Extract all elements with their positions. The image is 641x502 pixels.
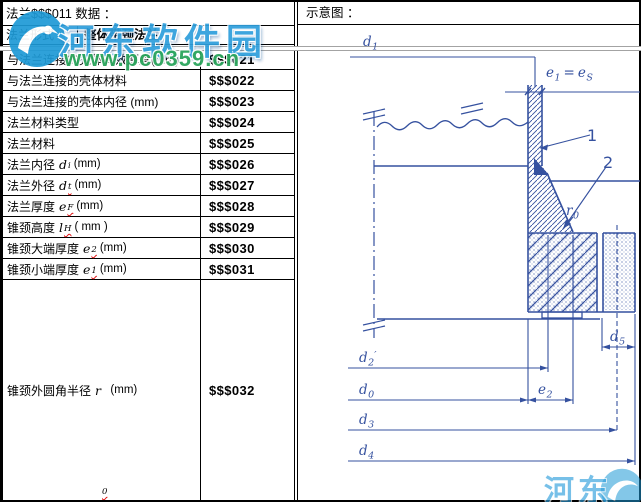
row-label: 与法兰连接的壳体内径 (mm) [7, 94, 159, 109]
row-label: 与法兰连接的壳体材料 [7, 73, 128, 88]
row-value[interactable]: $$$027 [200, 175, 294, 195]
leader-1 [539, 134, 591, 149]
table-row: 与法兰连接的壳体有效厚度(mm) $$$021 [3, 49, 294, 70]
window-border-right [639, 0, 641, 502]
flange-type-label: 法兰形式 [3, 26, 78, 44]
diagram-outlines [374, 85, 640, 320]
row-label: 法兰内径 [7, 157, 56, 172]
schematic-header: 示意图 ： [298, 2, 639, 25]
schematic-title: 示意图 ： [306, 6, 360, 20]
row-value[interactable]: $$$032 [200, 280, 294, 500]
dimension-lines [348, 56, 640, 465]
table-right-border [294, 2, 295, 500]
dim-label-e1-es: e1=eS [546, 65, 593, 84]
break-wavy-line [376, 118, 529, 131]
dim-label-d0: d0 [359, 382, 374, 401]
row-label: 法兰材料类型 [7, 115, 80, 130]
table-title-row: 法兰$$$011 数据 ： [3, 2, 294, 26]
row-value[interactable]: $$$030 [200, 238, 294, 258]
row-label: 法兰外径 [7, 178, 56, 193]
row-value[interactable]: $$$031 [200, 259, 294, 279]
dim-label-e2: e2 [538, 382, 553, 401]
row-value[interactable]: $$$025 [200, 133, 294, 153]
row-value[interactable]: $$$029 [200, 217, 294, 237]
table-row: 法兰材料类型 $$$024 [3, 112, 294, 133]
dim-label-d2: d2′ [359, 350, 377, 369]
window-border-top [0, 0, 641, 2]
row-value[interactable]: $$$026 [200, 154, 294, 174]
table-row: 与法兰连接的壳体内径 (mm) $$$023 [3, 91, 294, 112]
dim-label-r0: r0 [566, 203, 579, 222]
flange-type-row: 法兰形式 整体带颈法兰 [3, 26, 294, 45]
row-label: 锥颈外圆角半径 [7, 383, 92, 398]
table-title: 法兰$$$011 数据 ： [6, 7, 117, 21]
section-fills [528, 85, 635, 312]
item-label-2: 2 [603, 153, 613, 172]
row-value[interactable]: $$$022 [200, 70, 294, 90]
row-label: 法兰厚度 [7, 199, 56, 214]
dim-label-d1: d1 [363, 34, 378, 53]
row-value[interactable]: $$$023 [200, 91, 294, 111]
dim-label-d5: d5 [610, 329, 625, 348]
row-value[interactable]: $$$024 [200, 112, 294, 132]
item-label-1: 1 [587, 126, 597, 145]
row-label: 锥颈高度 [7, 220, 56, 235]
flange-type-value[interactable]: 整体带颈法兰 [84, 28, 160, 42]
window-border-bottom [0, 500, 641, 502]
raised-face [541, 311, 583, 319]
row-label: 法兰材料 [7, 136, 56, 151]
flange-data-table: 法兰$$$011 数据 ： 法兰形式 整体带颈法兰 与法兰连接的壳体有效厚度(m… [3, 2, 294, 500]
centerline-group [362, 102, 484, 338]
panel-left-border [297, 2, 298, 500]
row-value[interactable]: $$$028 [200, 196, 294, 216]
window-border-left [0, 0, 3, 502]
pane-split-line [0, 46, 641, 51]
weld-bead [534, 158, 549, 175]
row-label: 与法兰连接的壳体有效厚度(mm) [7, 52, 179, 67]
row-label: 锥颈小端厚度 [7, 262, 80, 277]
row-label: 锥颈大端厚度 [7, 241, 80, 256]
dim-label-d3: d3 [359, 412, 374, 431]
row-value[interactable]: $$$021 [200, 49, 294, 69]
table-row: 与法兰连接的壳体材料 $$$022 [3, 70, 294, 91]
dim-label-d4: d4 [359, 443, 374, 462]
table-row: 法兰材料 $$$025 [3, 133, 294, 154]
leader-2 [562, 166, 607, 230]
flange-diagram: d1 e1=eS 1 2 r0 d5 d2′ d0 e2 d3 d4 [348, 34, 640, 465]
arrowheads [520, 144, 635, 464]
